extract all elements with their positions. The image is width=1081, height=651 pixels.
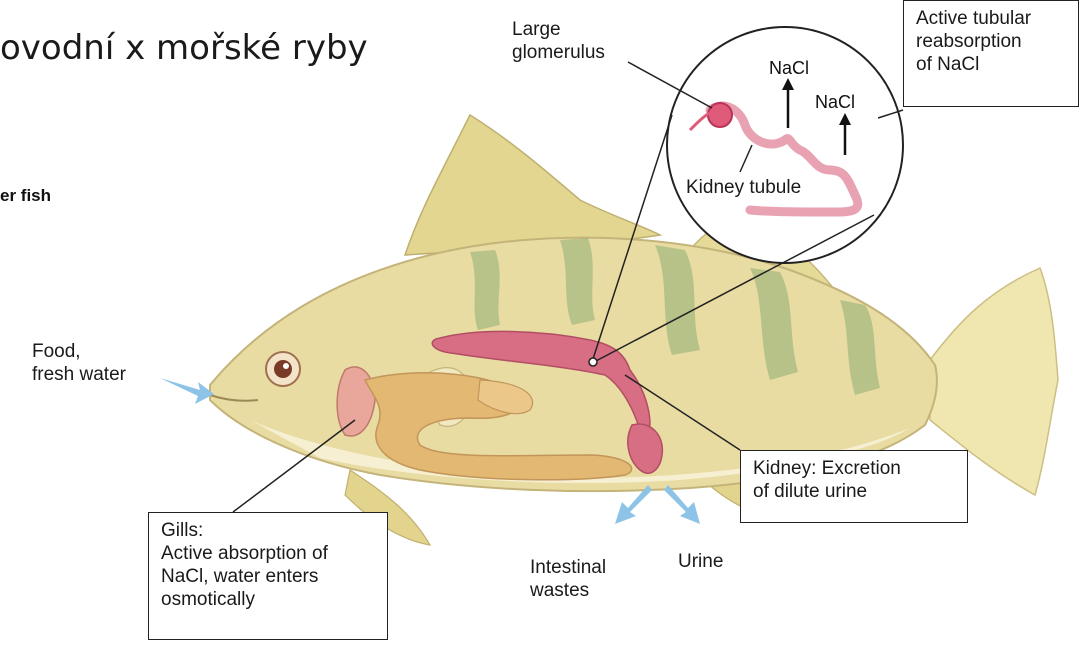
- urine-label: Urine: [678, 550, 723, 573]
- food-inflow-arrow: [160, 378, 214, 404]
- food-label: Food, fresh water: [32, 340, 126, 386]
- nacl-label-2: NaCl: [815, 92, 855, 112]
- dorsal-fin: [405, 115, 660, 255]
- gills-box: Gills: Active absorption of NaCl, water …: [148, 512, 388, 640]
- large-glomerulus-label: Large glomerulus: [512, 18, 605, 64]
- kidney-tubule-label: Kidney tubule: [684, 176, 803, 199]
- urine-arrow: [664, 485, 700, 524]
- nacl-label-1: NaCl: [769, 58, 809, 78]
- intestinal-wastes-label: Intestinal wastes: [530, 556, 606, 602]
- kidney-excretion-box: Kidney: Excretion of dilute urine: [740, 450, 968, 523]
- glomerulus: [708, 103, 732, 127]
- active-tubular-box: Active tubular reabsorption of NaCl: [903, 0, 1079, 107]
